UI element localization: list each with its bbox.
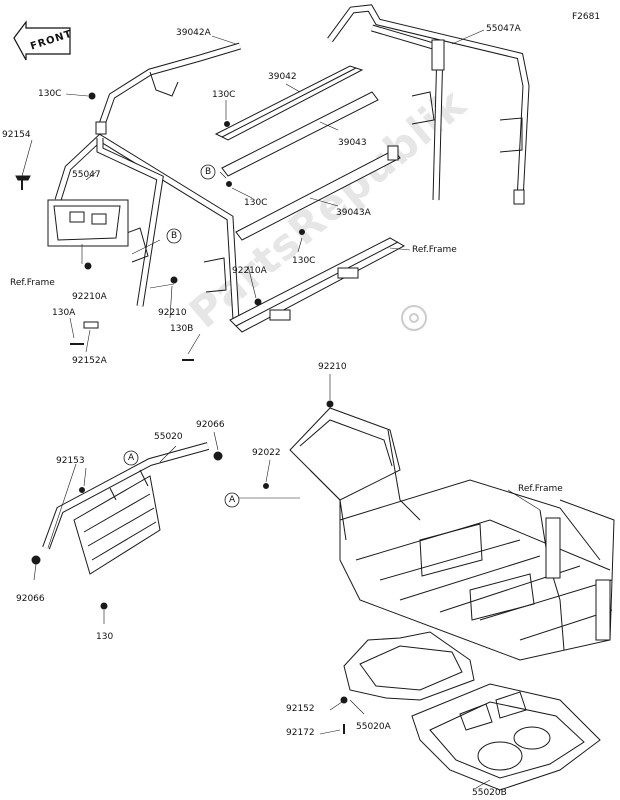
part-label: 130A bbox=[52, 308, 76, 318]
part-label: 130C bbox=[244, 198, 268, 208]
part-label: 130C bbox=[212, 90, 236, 100]
skid-plate-55020A bbox=[343, 631, 475, 701]
part-label: 92210A bbox=[232, 266, 267, 276]
part-label: 130 bbox=[96, 632, 114, 642]
skid-plate-55020B bbox=[411, 683, 601, 791]
ref-frame-label: Ref.Frame bbox=[10, 278, 55, 288]
front-arrow-icon bbox=[13, 20, 71, 61]
part-label: 92172 bbox=[286, 728, 315, 738]
part-label: 130C bbox=[292, 256, 316, 266]
part-label: 55020A bbox=[356, 722, 391, 732]
part-label: 55020 bbox=[154, 432, 183, 442]
crossbar-39042 bbox=[214, 65, 364, 141]
crossbar-39043 bbox=[221, 91, 379, 177]
bolts-and-nuts bbox=[15, 92, 348, 734]
rops-frame-55047A bbox=[327, 4, 530, 205]
leader-lines bbox=[21, 29, 541, 789]
part-label: 92153 bbox=[56, 456, 85, 466]
part-label: 39042 bbox=[268, 72, 297, 82]
part-label: 92210 bbox=[158, 308, 187, 318]
part-label: 92210A bbox=[72, 292, 107, 302]
callout-circles bbox=[123, 164, 240, 508]
figure-code: F2681 bbox=[572, 12, 601, 22]
part-label: 55047 bbox=[72, 170, 101, 180]
crossbar-39043A bbox=[235, 145, 401, 241]
part-label: 39043A bbox=[336, 208, 371, 218]
part-label: 92152A bbox=[72, 356, 107, 366]
part-label: 55020B bbox=[472, 788, 507, 798]
ref-frame-label: Ref.Frame bbox=[412, 245, 457, 255]
bumper-55020 bbox=[42, 442, 210, 575]
gear-watermark-icon bbox=[401, 305, 427, 331]
rops-frame-55047 bbox=[47, 133, 240, 321]
callout-B: B bbox=[171, 231, 178, 241]
rops-bar-39042A bbox=[95, 42, 242, 135]
callout-A: A bbox=[229, 495, 236, 505]
callout-A: A bbox=[128, 453, 135, 463]
chassis-frame bbox=[289, 407, 615, 661]
part-label: 55047A bbox=[486, 24, 521, 34]
part-label: 92066 bbox=[196, 420, 225, 430]
part-label: 130B bbox=[170, 324, 194, 334]
part-label: 92066 bbox=[16, 594, 45, 604]
callout-B: B bbox=[205, 167, 212, 177]
ref-frame-label: Ref.Frame bbox=[518, 484, 563, 494]
part-label: 130C bbox=[38, 89, 62, 99]
part-label: 92152 bbox=[286, 704, 315, 714]
part-label: 39042A bbox=[176, 28, 211, 38]
part-label: 92022 bbox=[252, 448, 281, 458]
part-label: 92210 bbox=[318, 362, 347, 372]
part-label: 92154 bbox=[2, 130, 31, 140]
side-rail bbox=[229, 237, 406, 333]
part-label: 39043 bbox=[338, 138, 367, 148]
